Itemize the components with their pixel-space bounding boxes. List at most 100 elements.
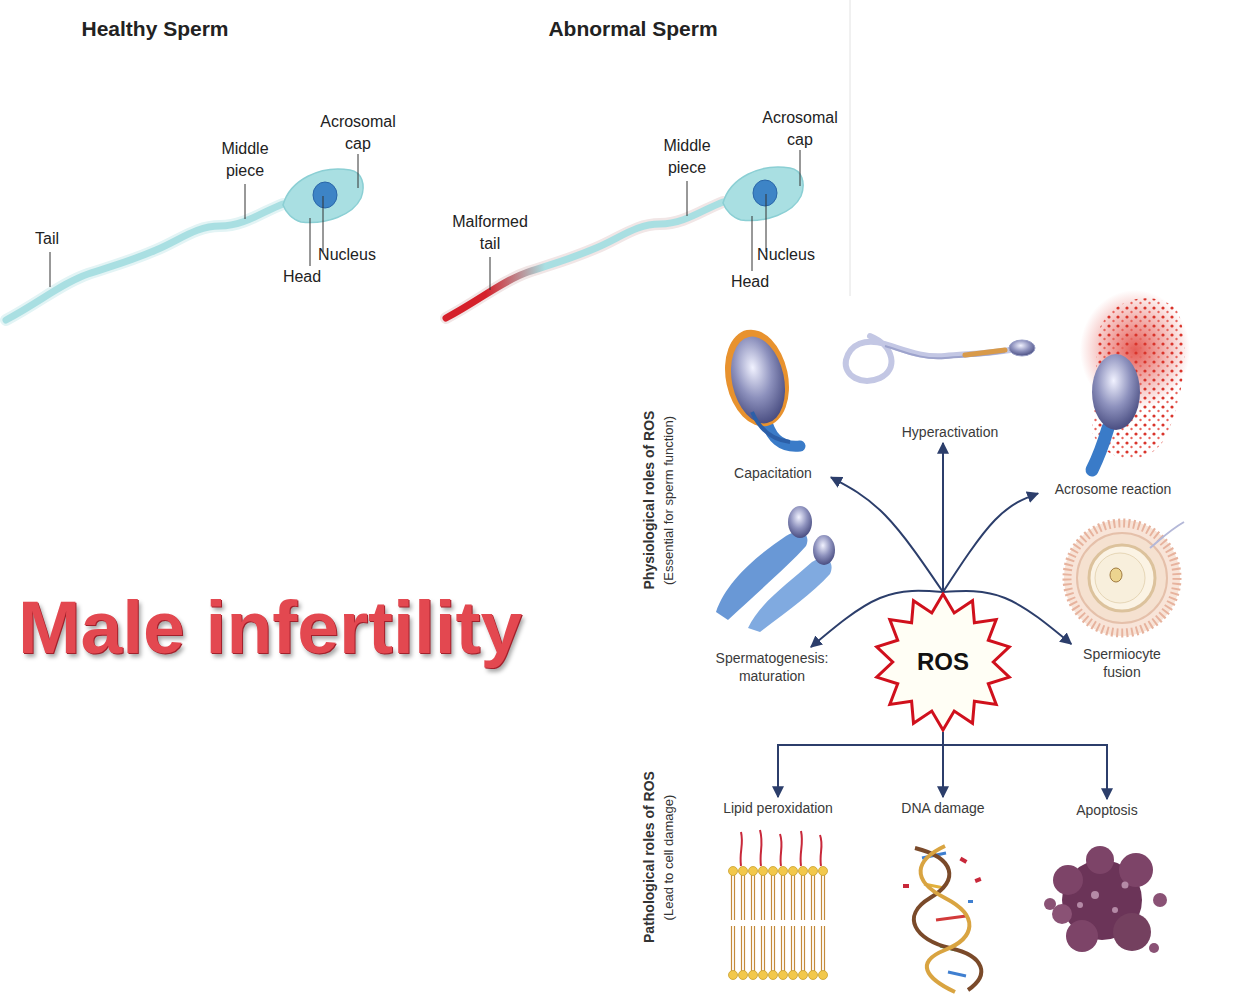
arrow-connector — [942, 443, 944, 592]
arrow-connector — [778, 732, 943, 797]
side-note: (Lead to cell damage) — [660, 732, 677, 982]
abnormal-sperm — [446, 202, 723, 318]
dna-illustration — [903, 846, 982, 992]
part-label: Head — [720, 271, 780, 293]
abnormal-sperm — [723, 167, 803, 220]
apoptosis-illustration — [1066, 920, 1098, 952]
lipid-bilayer-illustration — [760, 830, 762, 866]
lipid-bilayer-illustration — [780, 834, 782, 866]
lipid-bilayer-illustration — [741, 830, 822, 866]
part-label: Nucleus — [307, 244, 387, 266]
apoptosis-illustration — [1091, 891, 1099, 899]
spermiocyte-fusion-illustration — [1150, 522, 1184, 548]
dna-illustration — [959, 857, 967, 864]
process-label-box: Spermatogenesis: maturation — [707, 647, 837, 687]
healthy-sperm — [6, 204, 283, 320]
divider-line — [850, 0, 851, 296]
part-label: Malformed tail — [446, 211, 534, 255]
capacitation-illustration — [723, 332, 792, 429]
leader-line — [687, 181, 688, 216]
star-node: ROS — [873, 592, 1013, 732]
apoptosis-illustration — [1053, 865, 1083, 895]
healthy-sperm — [313, 182, 337, 208]
dna-illustration — [921, 846, 970, 992]
leader-line — [50, 154, 358, 287]
spermatogenesis-illustration — [788, 506, 812, 538]
hyperactivation-illustration — [1009, 340, 1035, 356]
dna-illustration — [903, 884, 909, 888]
lipid-bilayer-illustration — [820, 835, 822, 866]
star-shape — [877, 594, 1010, 730]
dna-illustration — [948, 972, 966, 976]
process-label: DNA damage — [901, 799, 984, 817]
apoptosis-illustration — [1149, 943, 1159, 953]
apoptosis-illustration — [1113, 913, 1151, 951]
side-heading: Pathological roles of ROS — [640, 732, 658, 982]
capacitation-illustration — [752, 412, 790, 442]
spermatogenesis-illustration — [813, 535, 835, 565]
spermiocyte-fusion-illustration — [1089, 545, 1155, 611]
lipid-bilayer-illustration — [728, 925, 828, 980]
leader-line — [245, 184, 246, 219]
dna-illustration — [914, 848, 981, 990]
leader-line — [358, 154, 359, 188]
healthy-sperm — [6, 204, 283, 320]
apoptosis-illustration — [1112, 907, 1118, 913]
hyperactivation-illustration — [846, 336, 1035, 381]
apoptosis-illustration — [1086, 846, 1114, 874]
side-note: (Essential for sperm function) — [660, 370, 677, 630]
hyperactivation-illustration — [846, 336, 1010, 381]
apoptosis-illustration — [1044, 898, 1056, 910]
spermiocyte-fusion-illustration — [1077, 533, 1167, 623]
abnormal-sperm — [446, 167, 803, 318]
capacitation-illustration — [716, 324, 800, 447]
part-label: Head — [272, 266, 332, 288]
spermiocyte-fusion-illustration — [1064, 520, 1184, 636]
part-label: Middle piece — [214, 138, 276, 182]
process-label-box: Capacitation — [715, 462, 831, 484]
process-label-box: Acrosome reaction — [1038, 478, 1188, 500]
capacitation-illustration — [716, 324, 797, 433]
leader-line — [323, 196, 324, 252]
section-heading: Healthy Sperm — [35, 16, 275, 42]
part-label: Middle piece — [656, 135, 718, 179]
hyperactivation-illustration — [965, 350, 1005, 355]
process-label: Spermatogenesis: maturation — [707, 649, 837, 685]
lipid-bilayer-illustration — [741, 832, 742, 866]
apoptosis-illustration — [1077, 902, 1083, 908]
dna-illustration — [968, 900, 973, 903]
section-heading: Abnormal Sperm — [503, 16, 763, 42]
leader-line — [490, 150, 800, 290]
process-label-box: Lipid peroxidation — [708, 797, 848, 819]
leader-line — [752, 216, 753, 271]
page-title: Male infertility — [18, 590, 522, 665]
spermatogenesis-illustration — [748, 558, 832, 632]
part-label: Acrosomal cap — [313, 111, 403, 155]
spermatogenesis-illustration — [716, 532, 807, 620]
process-label-box: DNA damage — [888, 797, 998, 819]
acrosome-reaction-illustration — [1092, 428, 1108, 470]
abnormal-sperm — [753, 180, 777, 206]
dna-illustration — [922, 853, 966, 976]
process-label-box: Apoptosis — [1062, 799, 1152, 821]
arrow-connector — [942, 732, 944, 797]
star-label: ROS — [917, 648, 969, 676]
part-label: Acrosomal cap — [755, 107, 845, 151]
acrosome-reaction-illustration — [1080, 290, 1190, 470]
arrow-connector — [943, 732, 1107, 799]
leader-line — [490, 257, 491, 290]
lipid-bilayer-illustration — [728, 830, 828, 980]
apoptosis-illustration — [1044, 846, 1167, 953]
part-label: Tail — [22, 228, 72, 250]
spermiocyte-fusion-illustration — [1095, 553, 1145, 603]
side-heading: Physiological roles of ROS — [640, 370, 658, 630]
dna-illustration — [936, 916, 966, 920]
acrosome-reaction-illustration — [1092, 354, 1140, 430]
spermatogenesis-illustration — [716, 506, 835, 632]
process-label: Apoptosis — [1076, 801, 1137, 819]
process-label-box: Spermiocyte fusion — [1068, 644, 1176, 682]
hyperactivation-illustration — [885, 346, 1005, 358]
